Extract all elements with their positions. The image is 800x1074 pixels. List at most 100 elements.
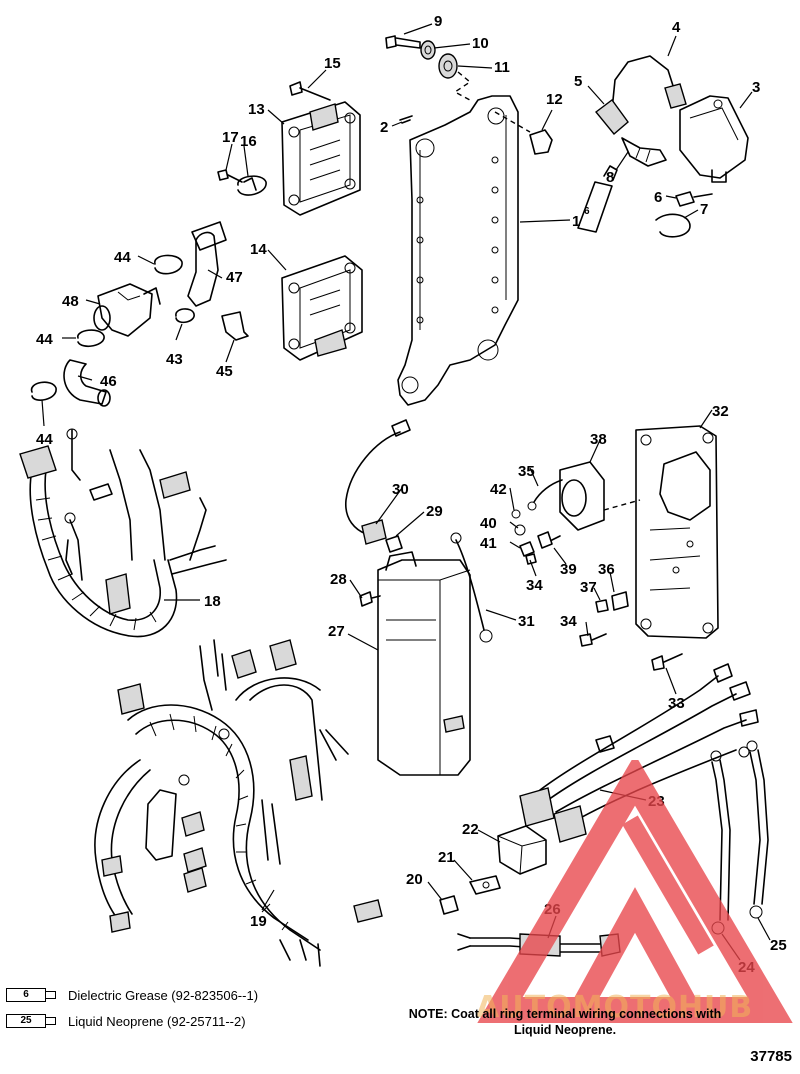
note-line-1: NOTE: Coat all ring terminal wiring conn… — [408, 1007, 722, 1021]
callout-13: 13 — [248, 101, 265, 118]
callout-27: 27 — [328, 623, 345, 640]
legend-label: Dielectric Grease (92-823506--1) — [68, 987, 259, 1003]
legend-item-liquid-neoprene: 25 Liquid Neoprene (92-25711--2) — [6, 1012, 246, 1030]
ignition-coil-part — [679, 95, 749, 183]
callout-30: 30 — [392, 481, 409, 498]
solenoid-38-part — [559, 461, 641, 531]
screw-28-part — [359, 591, 381, 607]
grommet-part — [494, 111, 553, 155]
callout-44b: 44 — [36, 331, 53, 348]
callout-2: 2 — [380, 119, 388, 136]
callout-29: 29 — [426, 503, 443, 520]
hardware-39-42-parts — [511, 509, 561, 557]
legend-item-dielectric-grease: 6 Dielectric Grease (92-823506--1) — [6, 986, 258, 1004]
callout-37: 37 — [580, 579, 597, 596]
callout-45: 45 — [216, 363, 233, 380]
svg-text:6: 6 — [584, 206, 590, 217]
watermark-text: AUTOMOTOHUB — [476, 990, 754, 1025]
hose-46-part — [63, 359, 111, 407]
callout-15: 15 — [324, 55, 341, 72]
callout-16: 16 — [240, 133, 257, 150]
callout-20: 20 — [406, 871, 423, 888]
mounting-bracket-32-part — [635, 425, 719, 639]
callout-39: 39 — [560, 561, 577, 578]
callout-5: 5 — [574, 73, 582, 90]
plug-20-part — [439, 895, 459, 915]
fitting-48-part — [93, 283, 161, 337]
electrical-box-27-part — [377, 551, 471, 776]
clamp-43-part — [175, 308, 195, 324]
control-module-14-part — [281, 255, 363, 361]
callout-47: 47 — [226, 269, 243, 286]
module-bolt-part — [289, 81, 331, 101]
hose-47-part — [187, 221, 227, 307]
legend-label: Liquid Neoprene (92-25711--2) — [68, 1013, 246, 1029]
watermark-logo — [477, 760, 793, 1023]
screw-17-part — [217, 169, 243, 183]
cable-31-part — [450, 532, 493, 643]
bolt-and-clamp-parts — [655, 191, 713, 238]
callout-22: 22 — [462, 821, 479, 838]
callout-12: 12 — [546, 91, 563, 108]
callout-19: 19 — [250, 913, 267, 930]
callout-9: 9 — [434, 13, 442, 30]
callout-36: 36 — [598, 561, 615, 578]
wiring-note: NOTE: Coat all ring terminal wiring conn… — [360, 1006, 770, 1038]
callout-14: 14 — [250, 241, 267, 258]
note-line-2: Liquid Neoprene. — [513, 1023, 617, 1037]
callout-43: 43 — [166, 351, 183, 368]
callout-44c: 44 — [36, 431, 53, 448]
callout-31: 31 — [518, 613, 535, 630]
callout-21: 21 — [438, 849, 455, 866]
callout-3: 3 — [752, 79, 760, 96]
screw-34-part — [525, 553, 607, 647]
callout-8: 8 — [606, 169, 614, 186]
callout-6: 6 — [654, 189, 662, 206]
callout-42: 42 — [490, 481, 507, 498]
bracket-45-part — [221, 311, 249, 341]
callout-17: 17 — [222, 129, 239, 146]
relay-22-part — [497, 825, 547, 875]
grease-tube-icon: 6 — [6, 986, 58, 1004]
screw-37-part — [595, 599, 609, 613]
hose-clamp-16-part — [237, 175, 267, 196]
wiring-harness-18-part — [19, 428, 227, 638]
cable-35-part — [527, 479, 563, 511]
callout-11: 11 — [494, 59, 510, 76]
callout-46: 46 — [100, 373, 117, 390]
fuse-29-part — [385, 535, 403, 553]
control-module-13-part — [281, 101, 361, 216]
callout-7: 7 — [700, 201, 708, 218]
cable-25-part — [746, 740, 769, 919]
figure-number: 37785 — [750, 1048, 792, 1065]
callout-34a: 34 — [526, 577, 543, 594]
callout-35: 35 — [518, 463, 535, 480]
callout-34b: 34 — [560, 613, 577, 630]
callout-41: 41 — [480, 535, 497, 552]
callout-25: 25 — [770, 937, 787, 954]
callout-44a: 44 — [114, 249, 131, 266]
callout-40: 40 — [480, 515, 497, 532]
callout-numbers: 1 2 3 4 5 6 7 8 9 10 11 12 13 14 15 16 1… — [36, 13, 787, 976]
lead-30-part — [345, 419, 411, 545]
callout-38: 38 — [590, 431, 607, 448]
bolt-washer-grommet-parts — [385, 35, 472, 101]
callout-33: 33 — [668, 695, 685, 712]
wiring-harness-19-part — [94, 639, 383, 967]
mounting-plate-part — [397, 95, 519, 406]
callout-32: 32 — [712, 403, 729, 420]
callout-18: 18 — [204, 593, 221, 610]
relay-36-part — [611, 591, 629, 611]
screw-part — [399, 115, 413, 124]
neoprene-tube-icon: 25 — [6, 1012, 58, 1030]
callout-28: 28 — [330, 571, 347, 588]
spark-plug-lead-part — [594, 55, 687, 167]
callout-1: 1 — [572, 213, 580, 230]
hose-clamp-44-part — [30, 254, 183, 401]
callout-10: 10 — [472, 35, 489, 52]
bracket-21-part — [469, 875, 501, 895]
grease-tube-icon: 6 — [577, 165, 618, 233]
callout-4: 4 — [672, 19, 681, 36]
bolt-33-part — [651, 653, 683, 671]
callout-48: 48 — [62, 293, 79, 310]
